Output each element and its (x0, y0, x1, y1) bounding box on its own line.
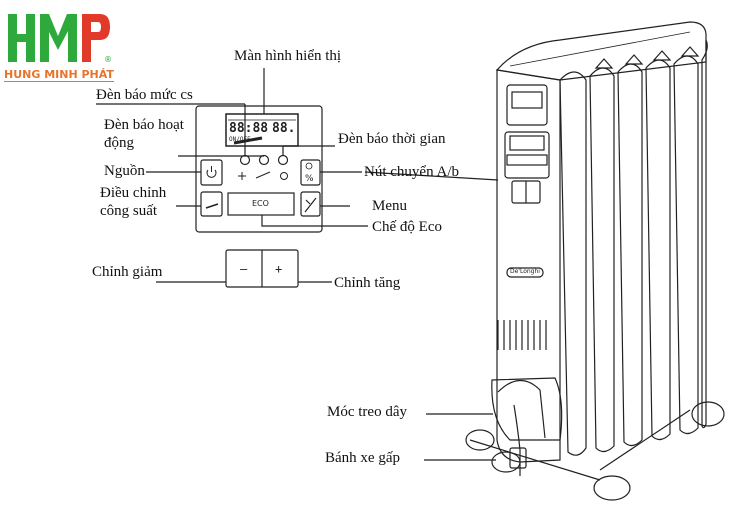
label-menu: Menu (372, 198, 407, 214)
lcd-onoff-text: ON/OFF (229, 136, 251, 143)
plus-button[interactable]: + (275, 262, 283, 276)
label-power-level-light: Đèn báo mức cs (96, 87, 193, 103)
hmp-logo-mark: ® (8, 14, 112, 64)
label-display: Màn hình hiển thị (234, 48, 342, 64)
label-ab-switch: Nút chuyển A/b (364, 164, 459, 180)
svg-text:%: % (305, 174, 314, 184)
indicator-lamp-timer (277, 154, 289, 166)
heater-brand: De'Longhi (510, 268, 540, 275)
menu-button[interactable] (300, 191, 321, 217)
indicator-lamp-operation (258, 154, 270, 166)
oil-heater-illustration (465, 21, 725, 501)
logo-company-name: HUNG MINH PHÁT (4, 68, 114, 82)
minus-button[interactable]: – (240, 262, 248, 276)
label-power-adjust: Điều chỉnh công suất (100, 185, 167, 219)
label-operation-light: Đèn báo hoạt động (104, 117, 184, 151)
control-panel-outline (195, 105, 323, 233)
label-increase: Chỉnh tăng (334, 275, 401, 291)
lcd-digits-right: 88. (272, 121, 296, 136)
brand-logo: ® HUNG MINH PHÁT (4, 6, 116, 86)
label-decrease: Chỉnh giảm (92, 264, 163, 280)
label-eco-mode: Chế độ Eco (372, 219, 442, 235)
power-button[interactable] (200, 159, 223, 186)
eco-button[interactable] (227, 192, 295, 216)
eco-button-label: ECO (252, 199, 269, 208)
lcd-display (225, 113, 299, 147)
label-power: Nguồn (104, 163, 145, 179)
registered-mark: ® (104, 55, 112, 64)
label-timer-light: Đèn báo thời gian (338, 131, 446, 147)
indicator-lamp-power-level (239, 154, 251, 166)
label-folding-wheels: Bánh xe gấp (325, 450, 400, 466)
power-adjust-button[interactable] (200, 191, 223, 217)
lcd-digits-left: 88:88 (229, 121, 269, 136)
label-cord-hook: Móc treo dây (327, 404, 407, 420)
